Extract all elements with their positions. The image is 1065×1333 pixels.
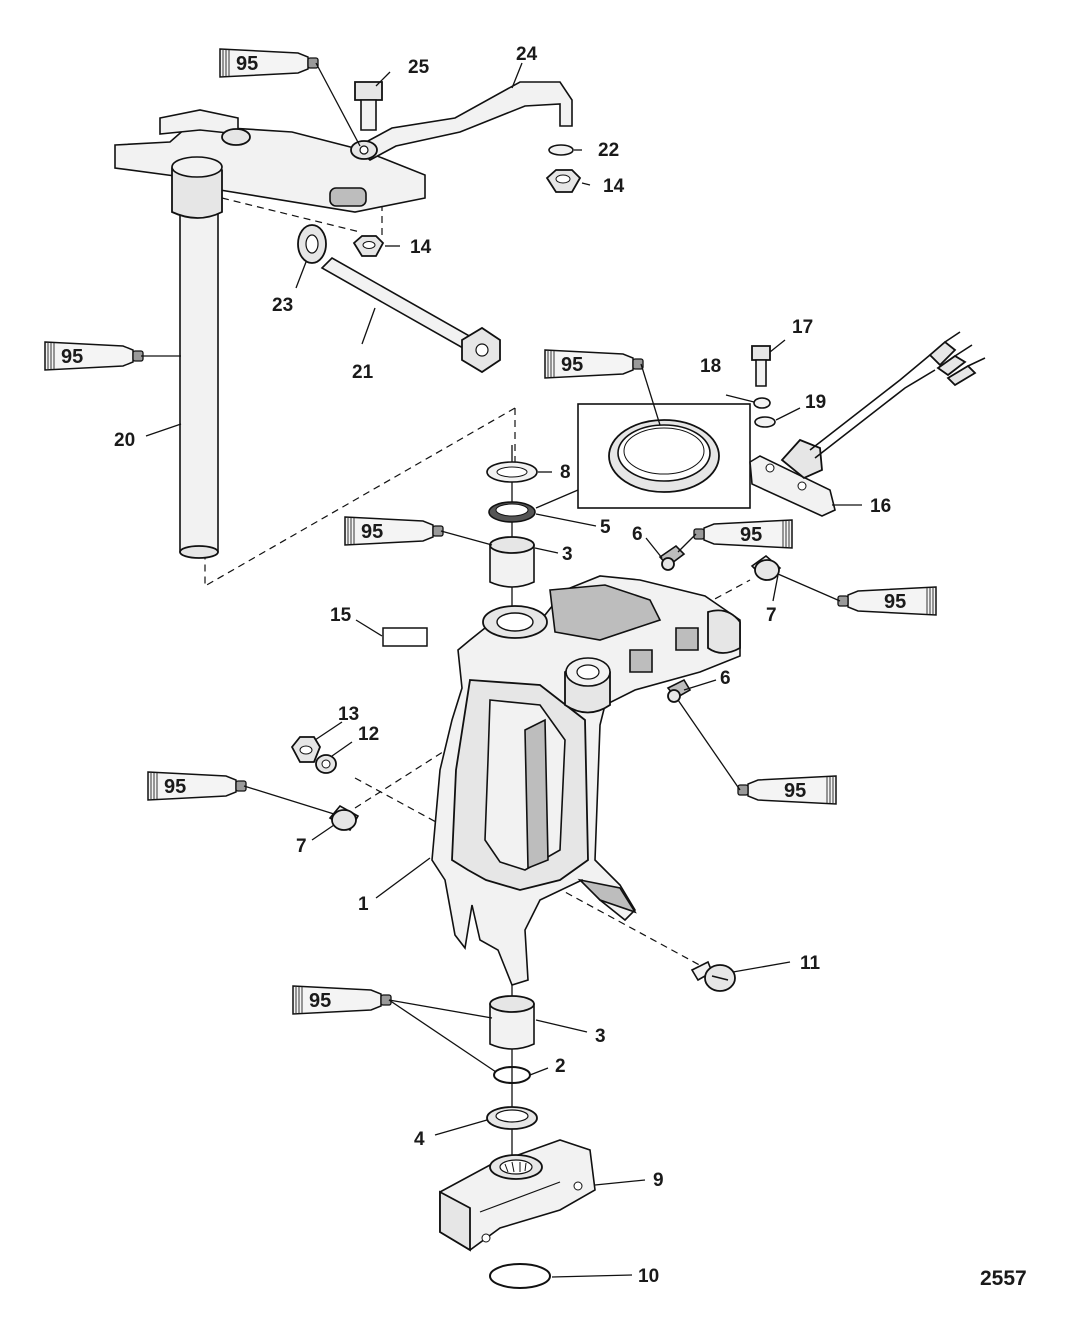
part-bushing-7-right xyxy=(750,554,782,582)
assembly-line-tilt-tube xyxy=(204,407,516,588)
svg-text:95: 95 xyxy=(236,53,258,75)
callout-2: 2 xyxy=(555,1056,566,1077)
callout-24: 24 xyxy=(516,44,538,65)
callout-23: 23 xyxy=(272,295,293,316)
lube-tube-seal: 95 xyxy=(544,349,644,379)
callout-1: 1 xyxy=(358,894,369,915)
lube-tube-lower-bushing: 95 xyxy=(292,985,392,1015)
assembly-line-steering-arm xyxy=(221,180,383,238)
part-steering-link-rod xyxy=(350,81,573,161)
callout-4: 4 xyxy=(414,1129,425,1150)
part-lockwasher-18 xyxy=(753,397,771,409)
callout-14-upper: 14 xyxy=(603,176,625,197)
lube-tube-upper-bushing: 95 xyxy=(344,516,444,546)
lube-tube-left-bushing: 95 xyxy=(147,771,247,801)
part-nut-14-upper xyxy=(545,169,582,193)
part-bushing-7-left xyxy=(328,804,360,832)
callout-14-lower: 14 xyxy=(410,237,432,258)
part-nut-13 xyxy=(290,736,322,763)
svg-text:95: 95 xyxy=(164,776,186,798)
part-bushing-3-upper xyxy=(489,536,535,588)
callout-18: 18 xyxy=(700,356,721,377)
part-washer-8 xyxy=(486,461,538,483)
callout-8: 8 xyxy=(560,462,571,483)
callout-6-lower: 6 xyxy=(720,668,731,689)
part-grease-fitting-6-upper xyxy=(658,544,686,571)
part-seal-5 xyxy=(488,501,536,523)
part-tilt-tube xyxy=(179,209,219,559)
callout-7-right: 7 xyxy=(766,605,777,626)
leader-inset xyxy=(535,489,579,509)
part-bushing-3-lower xyxy=(489,995,535,1050)
part-grease-fitting-6-lower xyxy=(666,678,692,703)
part-tilt-tube-bolt xyxy=(320,257,501,374)
part-lockwasher-12 xyxy=(315,754,337,774)
callout-6-upper: 6 xyxy=(632,524,643,545)
callout-3-upper: 3 xyxy=(562,544,573,565)
part-decal-15 xyxy=(382,627,428,647)
callout-10: 10 xyxy=(638,1266,659,1287)
callout-7-left: 7 xyxy=(296,836,307,857)
callout-12: 12 xyxy=(358,724,379,745)
svg-text:95: 95 xyxy=(309,990,331,1012)
callout-9: 9 xyxy=(653,1170,664,1191)
figure-number: 2557 xyxy=(980,1267,1027,1290)
inset-seal-detail xyxy=(577,403,751,509)
svg-text:95: 95 xyxy=(61,346,83,368)
callout-20: 20 xyxy=(114,430,135,451)
lube-label-grease-fitting-upper: 95 xyxy=(740,524,762,546)
callout-25: 25 xyxy=(408,57,430,78)
callout-21: 21 xyxy=(352,362,374,383)
part-steering-arm xyxy=(114,109,426,219)
callout-19: 19 xyxy=(805,392,826,413)
part-ring-10 xyxy=(489,1263,551,1289)
callout-11: 11 xyxy=(800,953,821,974)
callout-22: 22 xyxy=(598,140,619,161)
part-washer-19 xyxy=(754,416,776,428)
callout-leaders xyxy=(145,62,862,1278)
lube-tube-tilt-tube: 95 xyxy=(44,341,144,371)
lube-label-right-bushing: 95 xyxy=(884,591,906,613)
part-screw-17 xyxy=(751,345,771,387)
part-washer-4 xyxy=(486,1106,538,1130)
part-nut-14-lower xyxy=(352,235,385,257)
svg-text:95: 95 xyxy=(561,354,583,376)
callout-5: 5 xyxy=(600,517,611,538)
lube-label-grease-fitting-lower: 95 xyxy=(784,780,806,802)
lube-tube-top: 95 xyxy=(219,48,319,78)
part-screw-11 xyxy=(690,960,736,992)
part-bolt-25 xyxy=(354,81,383,131)
part-washer-23 xyxy=(297,224,327,264)
callout-15: 15 xyxy=(330,605,352,626)
part-trim-sender xyxy=(749,331,986,517)
assembly-line-tie-bolt xyxy=(354,777,706,969)
callout-numbers: 25 24 22 14 14 23 21 20 17 18 19 16 8 5 … xyxy=(114,44,891,1287)
callout-13: 13 xyxy=(338,704,359,725)
part-steering-yoke xyxy=(439,1139,596,1252)
callout-16: 16 xyxy=(870,496,891,517)
callout-17: 17 xyxy=(792,317,813,338)
callout-3-lower: 3 xyxy=(595,1026,606,1047)
part-swivel-bracket xyxy=(431,575,741,986)
part-washer-22 xyxy=(548,144,574,156)
svg-text:95: 95 xyxy=(361,521,383,543)
